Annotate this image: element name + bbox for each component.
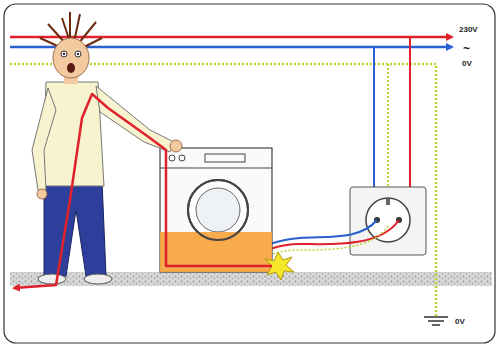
cable-earth bbox=[272, 226, 388, 254]
phase-drop bbox=[409, 37, 411, 200]
washing-machine bbox=[160, 148, 272, 272]
voltage-label: 0V bbox=[461, 60, 473, 68]
frame bbox=[4, 4, 495, 343]
earth-line bbox=[10, 64, 436, 316]
neutral-drop bbox=[373, 47, 375, 200]
floor bbox=[10, 272, 492, 286]
person bbox=[32, 12, 182, 284]
cable-phase bbox=[270, 220, 399, 249]
earth-drop bbox=[387, 64, 389, 200]
voltage-label: 230V bbox=[458, 26, 479, 34]
ground-symbol bbox=[424, 317, 448, 325]
voltage-label: 0V bbox=[454, 318, 466, 326]
phase-line bbox=[10, 36, 452, 39]
current-path bbox=[14, 94, 272, 288]
ac-symbol: ~ bbox=[462, 43, 471, 55]
